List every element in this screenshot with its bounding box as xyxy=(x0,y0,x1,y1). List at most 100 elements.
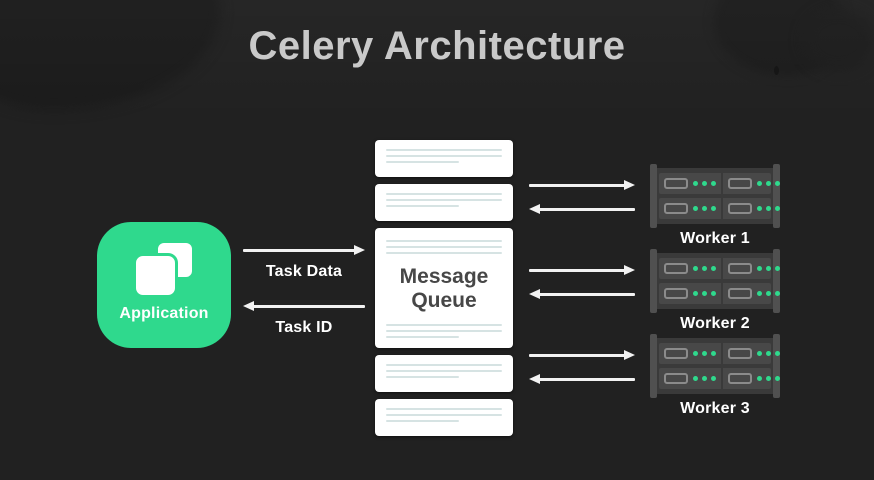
rack-unit xyxy=(659,343,721,364)
rack-unit xyxy=(721,343,785,364)
server-unit-icon xyxy=(664,373,688,384)
worker-label: Worker 2 xyxy=(680,315,750,332)
status-dot xyxy=(693,266,698,271)
status-dot xyxy=(757,206,762,211)
queue-line-short xyxy=(386,205,460,207)
queue-card-lines xyxy=(386,408,502,422)
rack-row xyxy=(659,198,780,219)
queue-line xyxy=(386,193,502,195)
server-unit-icon xyxy=(664,203,688,214)
task-id-label: Task ID xyxy=(275,319,333,336)
flow-spacer xyxy=(243,281,365,301)
status-dots xyxy=(693,206,716,211)
rack-post-right xyxy=(773,164,780,228)
arrow-head-left xyxy=(243,301,254,311)
rack-unit xyxy=(721,368,785,389)
worker-node-1[interactable]: Worker 1 xyxy=(650,164,780,248)
queue-line-short xyxy=(386,161,460,163)
status-dot xyxy=(757,266,762,271)
queue-line xyxy=(386,155,502,157)
queue-line-short xyxy=(386,420,460,422)
queue-line xyxy=(386,252,502,254)
application-node[interactable]: Application xyxy=(97,222,231,348)
queue-card xyxy=(375,140,513,177)
stacked-squares-icon xyxy=(133,240,195,298)
queue-card xyxy=(375,184,513,221)
queue-card-lines-top xyxy=(386,240,502,254)
queue-card xyxy=(375,399,513,436)
queue-line xyxy=(386,414,502,416)
queue-line xyxy=(386,246,502,248)
arrow-shaft xyxy=(529,354,625,357)
rack-post-left xyxy=(650,249,657,313)
server-unit-icon xyxy=(728,263,752,274)
rack-row xyxy=(659,283,780,304)
status-dot xyxy=(702,351,707,356)
message-queue-title: Message Queue xyxy=(386,265,502,312)
queue-card-lines-bottom xyxy=(386,324,502,338)
server-unit-icon xyxy=(664,263,688,274)
status-dot xyxy=(702,376,707,381)
arrow-shaft xyxy=(529,184,625,187)
arrow-head-left xyxy=(529,204,540,214)
status-dots xyxy=(693,291,716,296)
status-dot xyxy=(702,291,707,296)
queue-card-lines xyxy=(386,193,502,207)
task-data-label: Task Data xyxy=(265,263,343,280)
status-dot xyxy=(766,291,771,296)
status-dot xyxy=(702,206,707,211)
status-dot xyxy=(775,376,780,381)
worker-node-3[interactable]: Worker 3 xyxy=(650,334,780,418)
arrow-from-worker xyxy=(529,204,635,214)
status-dot xyxy=(693,376,698,381)
arrow-from-worker xyxy=(529,374,635,384)
status-dots xyxy=(757,266,780,271)
status-dots xyxy=(757,291,780,296)
status-dots xyxy=(757,351,780,356)
arrow-head-left xyxy=(529,289,540,299)
server-unit-icon xyxy=(664,288,688,299)
arrow-task-data xyxy=(243,245,365,255)
message-queue-card[interactable]: Message Queue xyxy=(375,228,513,348)
worker-label: Worker 1 xyxy=(680,230,750,247)
queue-card-lines xyxy=(386,149,502,163)
arrow-shaft xyxy=(539,293,635,296)
status-dots xyxy=(693,181,716,186)
message-queue-stack[interactable]: Message Queue xyxy=(375,140,513,436)
queue-line xyxy=(386,408,502,410)
status-dot xyxy=(711,351,716,356)
rack-unit xyxy=(659,283,721,304)
queue-line xyxy=(386,240,502,242)
rack-unit xyxy=(659,198,721,219)
status-dot xyxy=(775,351,780,356)
worker-node-2[interactable]: Worker 2 xyxy=(650,249,780,333)
status-dot xyxy=(766,206,771,211)
rack-post-left xyxy=(650,164,657,228)
server-rack-icon xyxy=(650,249,780,313)
worker-label: Worker 3 xyxy=(680,400,750,417)
status-dot xyxy=(693,291,698,296)
status-dots xyxy=(757,206,780,211)
server-unit-icon xyxy=(664,178,688,189)
queue-line xyxy=(386,199,502,201)
message-queue-title-line-1: Message xyxy=(399,265,489,289)
queue-line xyxy=(386,330,502,332)
status-dot xyxy=(766,181,771,186)
status-dots xyxy=(693,351,716,356)
status-dot xyxy=(693,206,698,211)
status-dot xyxy=(766,376,771,381)
queue-card xyxy=(375,355,513,392)
queue-line-short xyxy=(386,336,460,338)
arrow-shaft xyxy=(243,249,355,252)
rack-row xyxy=(659,258,780,279)
status-dot xyxy=(775,291,780,296)
status-dot xyxy=(775,206,780,211)
status-dot xyxy=(775,181,780,186)
status-dot xyxy=(757,376,762,381)
queue-line xyxy=(386,324,502,326)
rack-unit xyxy=(721,198,785,219)
status-dot xyxy=(693,181,698,186)
server-unit-icon xyxy=(728,288,752,299)
rack-post-right xyxy=(773,249,780,313)
